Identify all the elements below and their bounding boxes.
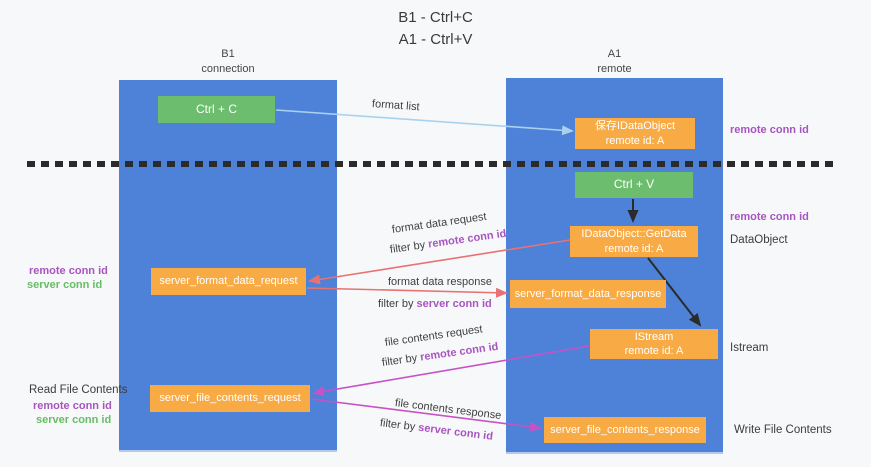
annotation-remote-conn-id-mid-right: remote conn id — [730, 211, 809, 223]
node-file-response-label: server_file_contents_response — [550, 423, 700, 436]
annotation-istream: Istream — [730, 342, 769, 354]
title-line-2: A1 - Ctrl+V — [398, 30, 473, 48]
node-istream-line1: IStream — [634, 330, 674, 343]
node-getdata-line1: IDataObject::GetData — [581, 228, 687, 241]
node-server-format-data-request: server_format_data_request — [151, 268, 306, 295]
label-file-contents-response: file contents response — [394, 397, 502, 422]
filter-prefix: filter by — [379, 417, 416, 434]
node-format-request-label: server_format_data_request — [159, 275, 298, 288]
filter-prefix: filter by — [389, 239, 426, 256]
node-save-idataobject: 保存IDataObject remote id: A — [575, 118, 695, 149]
filter-keyword-server-conn-id: server conn id — [416, 298, 492, 310]
lane-b1-subtitle: connection — [201, 62, 255, 75]
annotation-remote-conn-id-bottom-left: remote conn id — [33, 400, 112, 412]
node-save-idataobject-line1: 保存IDataObject — [594, 120, 676, 133]
label-filter-format-response: filter by server conn id — [378, 298, 492, 310]
title-line-1: B1 - Ctrl+C — [398, 9, 473, 26]
node-server-file-contents-response: server_file_contents_response — [544, 417, 706, 443]
lane-a1-subtitle: remote — [597, 62, 632, 75]
node-ctrl-v: Ctrl + V — [575, 172, 693, 198]
annotation-read-file-contents: Read File Contents — [29, 384, 128, 396]
annotation-server-conn-id-mid-left: server conn id — [27, 279, 103, 291]
label-format-data-response: format data response — [388, 276, 492, 288]
lane-b1-name: B1 — [221, 48, 235, 60]
annotation-remote-conn-id-mid-left: remote conn id — [29, 265, 108, 277]
node-format-response-label: server_format_data_response — [514, 287, 662, 300]
node-istream-line2: remote id: A — [624, 345, 684, 357]
node-ctrl-c: Ctrl + C — [158, 96, 275, 123]
node-idataobject-getdata: IDataObject::GetData remote id: A — [570, 226, 698, 257]
node-file-request-label: server_file_contents_request — [159, 392, 301, 405]
label-format-list: format list — [371, 98, 420, 114]
lane-a1-name: A1 — [607, 48, 622, 60]
annotation-server-conn-id-bottom-left: server conn id — [36, 414, 112, 426]
filter-keyword-remote-conn-id: remote conn id — [427, 227, 508, 251]
lane-header-b1: B1 connection — [119, 47, 337, 77]
filter-prefix: filter by — [378, 298, 414, 310]
annotation-write-file-contents: Write File Contents — [734, 424, 832, 436]
filter-prefix: filter by — [381, 352, 418, 369]
diagram-title: B1 - Ctrl+C A1 - Ctrl+V — [0, 7, 871, 51]
node-istream: IStream remote id: A — [590, 329, 718, 359]
node-getdata-line2: remote id: A — [604, 242, 664, 255]
lane-header-a1: A1 remote — [506, 47, 723, 77]
node-ctrl-c-label: Ctrl + C — [195, 101, 237, 116]
label-filter-file-response: filter by server conn id — [379, 417, 493, 443]
filter-keyword-remote-conn-id: remote conn id — [419, 340, 500, 364]
node-server-format-data-response: server_format_data_response — [510, 280, 666, 308]
node-server-file-contents-request: server_file_contents_request — [150, 385, 310, 412]
node-save-idataobject-line2: remote id: A — [605, 134, 665, 147]
annotation-dataobject: DataObject — [730, 234, 788, 246]
annotation-remote-conn-id-top-right: remote conn id — [730, 124, 809, 136]
filter-keyword-server-conn-id: server conn id — [417, 421, 494, 443]
node-ctrl-v-label: Ctrl + V — [613, 177, 655, 192]
